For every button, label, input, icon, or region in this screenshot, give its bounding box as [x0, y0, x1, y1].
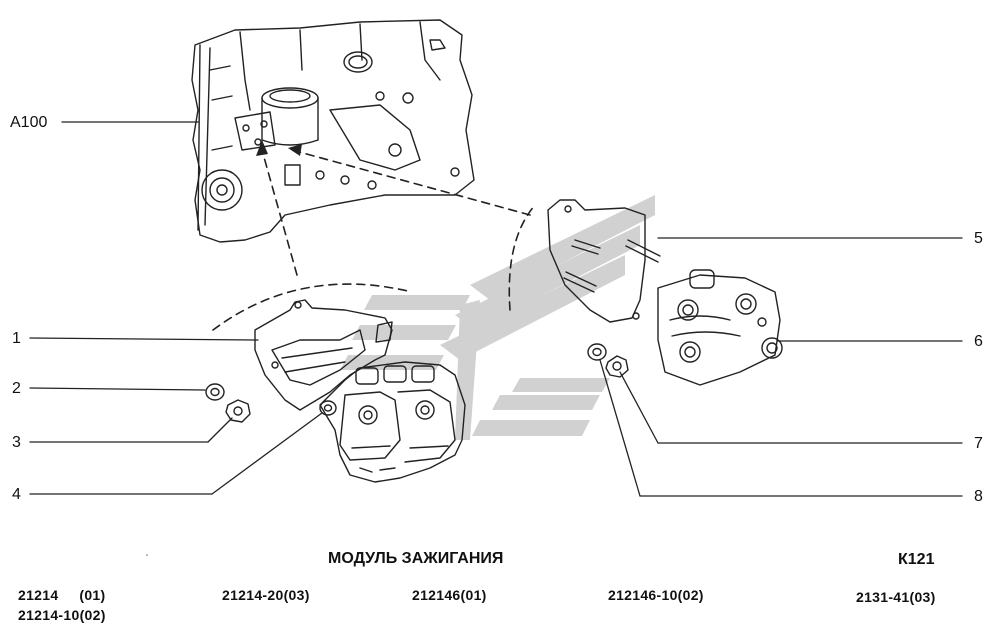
leader-lines	[29, 121, 963, 497]
callout-2: 2	[12, 380, 21, 397]
callout-1: 1	[12, 330, 21, 347]
callout-6: 6	[974, 333, 983, 350]
scan-dot	[146, 554, 148, 556]
diagram-title: МОДУЛЬ ЗАЖИГАНИЯ	[328, 550, 504, 567]
assembly-lines	[212, 149, 536, 331]
washer-icon-right	[587, 343, 607, 361]
model-code: 2131-41(03)	[856, 589, 936, 605]
callout-8: 8	[974, 488, 983, 505]
washer-icon	[205, 383, 225, 401]
callout-4: 4	[12, 486, 21, 503]
nut-icon-right	[605, 355, 629, 378]
page-code: К121	[898, 551, 935, 568]
mounting-plate-icon	[547, 199, 646, 323]
model-code: 21214-20(03)	[222, 587, 310, 603]
model-code: 21214-10(02)	[18, 607, 106, 623]
model-code: 21214 (01)	[18, 587, 106, 603]
callout-a100: A100	[10, 114, 48, 131]
ignition-coil-icon	[657, 269, 783, 386]
callout-3: 3	[12, 434, 21, 451]
stud-icon	[563, 239, 661, 293]
arrow-heads	[256, 140, 302, 156]
watermark-logo	[340, 195, 655, 440]
nut-icon	[225, 399, 251, 423]
model-code: 212146(01)	[412, 587, 487, 603]
callout-5: 5	[974, 230, 983, 247]
callout-7: 7	[974, 435, 983, 452]
ignition-module-icon	[319, 361, 466, 483]
engine-block-icon	[191, 19, 475, 243]
mounting-bracket-icon	[254, 299, 393, 411]
model-code: 212146-10(02)	[608, 587, 704, 603]
